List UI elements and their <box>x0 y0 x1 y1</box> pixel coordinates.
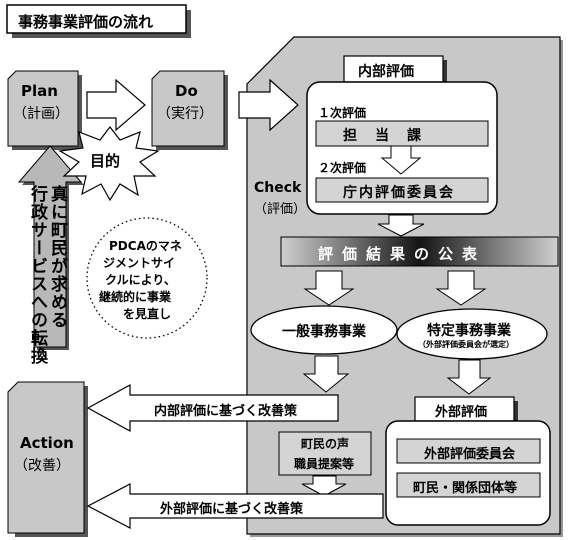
general-ellipse <box>250 305 398 355</box>
to-general-arrow <box>303 270 355 306</box>
action-label-en: Action <box>20 434 74 452</box>
internal-eval-header: 内部評価 <box>358 64 414 80</box>
do-to-check-arrow <box>238 78 299 132</box>
citizen-voice-line2: 職員提案等 <box>294 457 355 471</box>
title-box <box>6 4 187 34</box>
citizen-down-arrow <box>301 475 347 497</box>
purpose-starburst <box>58 126 160 202</box>
general-down-arrow <box>302 355 350 393</box>
check-label-ja: （評価） <box>254 202 307 217</box>
to-specific-arrow <box>435 270 487 306</box>
pdca-note-line5: を見直し <box>123 307 172 321</box>
check-label-en: Check <box>254 180 302 196</box>
pdca-note-line4: 継続的に事業 <box>99 290 172 304</box>
specific-down-arrow <box>446 359 492 395</box>
stage1-to-stage2-arrow <box>380 145 422 175</box>
action-box <box>7 381 85 534</box>
general-projects-label: 一般事務事業 <box>282 324 366 340</box>
action-label-ja: （改善） <box>14 458 70 474</box>
stage2-box-text: 庁内評価委員会 <box>343 185 455 201</box>
stage1-label: １次評価 <box>318 106 367 120</box>
stage1-box <box>315 120 489 147</box>
plan-label-ja: （計画） <box>13 106 69 122</box>
external-improve-label: 外部評価に基づく改善策 <box>160 502 304 517</box>
specific-projects-note: （外部評価委員会が選定） <box>418 340 514 349</box>
plan-label-en: Plan <box>21 82 58 100</box>
internal-improve-label: 内部評価に基づく改善策 <box>154 404 298 419</box>
do-box <box>151 70 225 147</box>
pdca-note-line1: PDCAのマネ <box>109 239 182 253</box>
external-improve-arrow <box>86 483 384 529</box>
citizen-voice-line1: 町民の声 <box>301 437 350 451</box>
publish-bar <box>280 236 559 267</box>
purpose-label: 目的 <box>90 152 121 170</box>
external-committee-text: 外部評価委員会 <box>424 447 516 462</box>
external-eval-header: 外部評価 <box>435 405 488 420</box>
stage1-box-text: 担 当 課 <box>343 128 423 144</box>
stage2-box <box>315 177 489 203</box>
vertical-text-line1: 真に町民が求める <box>47 185 67 329</box>
pdca-note-line2: ジメントサイ <box>103 256 176 270</box>
to-publish-arrow <box>377 214 425 237</box>
external-citizens-text: 町民・関係団体等 <box>413 481 518 496</box>
vertical-text-line2: 行政サービスへの転換 <box>27 185 47 365</box>
do-label-en: Do <box>175 82 198 100</box>
stage2-label: ２次評価 <box>318 161 367 175</box>
do-label-ja: （実行） <box>157 106 213 122</box>
plan-to-do-arrow <box>86 78 146 132</box>
internal-improve-arrow <box>86 383 339 433</box>
diagram-title: 事務事業評価の流れ <box>18 13 154 31</box>
plan-box <box>7 70 79 147</box>
pdca-circle <box>86 217 208 339</box>
specific-ellipse <box>396 308 548 360</box>
external-committee-box <box>396 438 541 464</box>
pdca-note-line3: クルにより、 <box>105 273 176 287</box>
citizen-voice-box <box>278 431 372 476</box>
publish-label: 評価結果の公表 <box>318 245 487 263</box>
external-citizens-box <box>396 472 541 498</box>
specific-projects-label: 特定事務事業 <box>427 323 511 339</box>
up-arrow <box>17 145 83 348</box>
